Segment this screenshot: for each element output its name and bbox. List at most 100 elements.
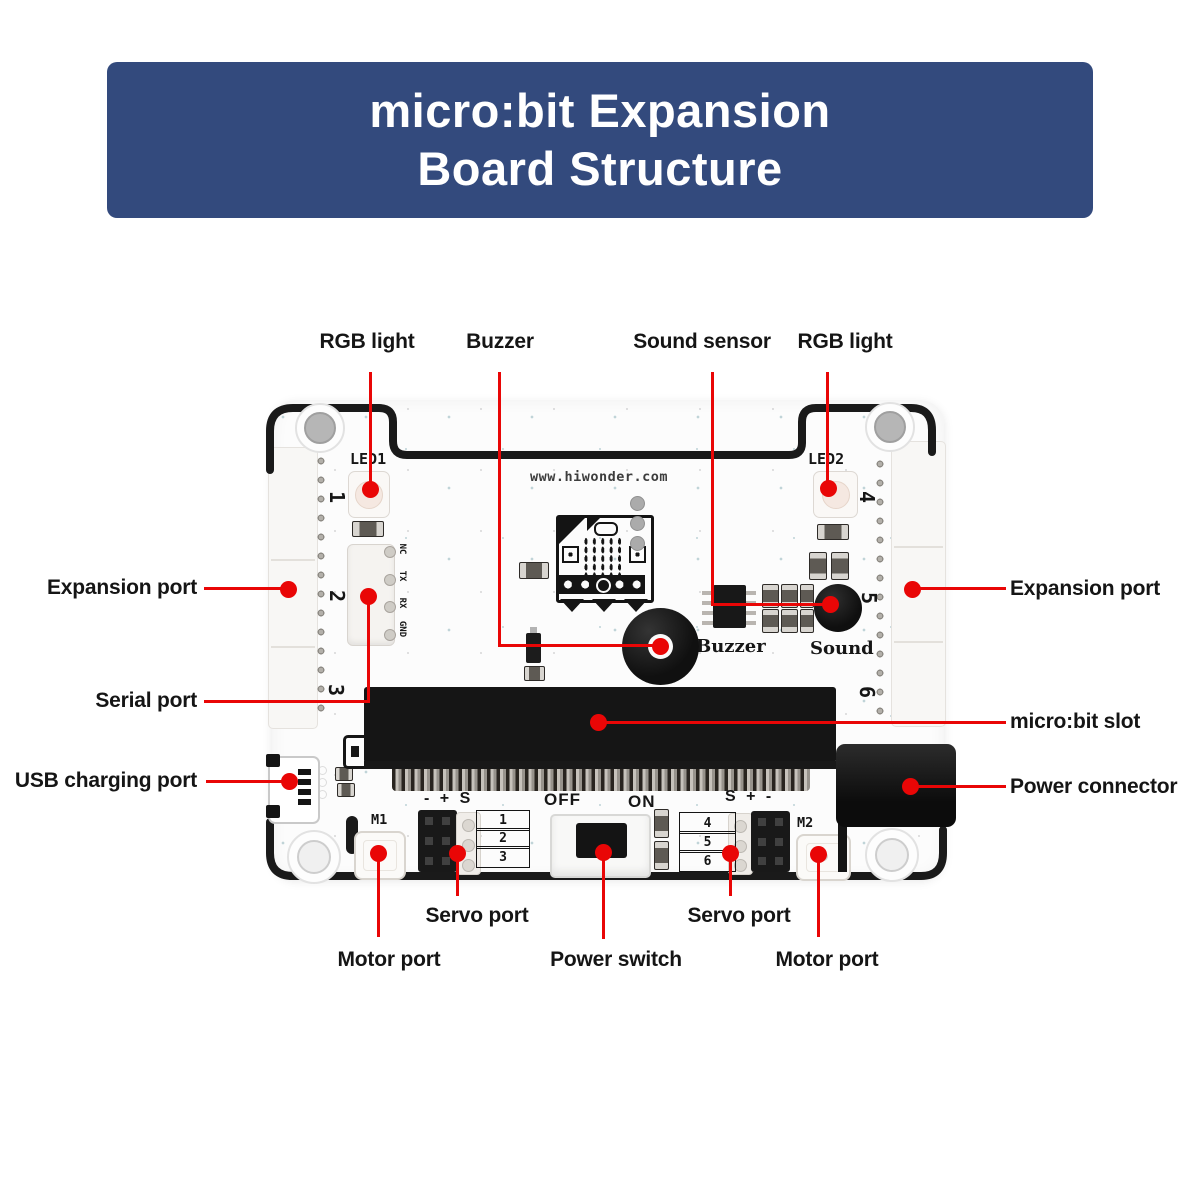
leader-rgb-light-left: [369, 372, 372, 484]
leader-power-connector: [910, 785, 1006, 788]
leader-dot-rgb-light-left: [362, 481, 379, 498]
label-motor-port-left: Motor port: [337, 948, 441, 971]
smd-resistor: [519, 562, 549, 579]
smd-lead: [530, 627, 537, 633]
leader-buzzer-vertical: [498, 372, 501, 647]
smd-resistor: [781, 584, 798, 608]
mounting-hole-top-right: [865, 402, 915, 452]
label-servo-port-right: Servo port: [687, 904, 791, 927]
leader-serial-port-vertical: [367, 598, 370, 703]
label-expansion-port-right: Expansion port: [1010, 577, 1161, 600]
website-silkscreen: www.hiwonder.com: [530, 469, 669, 485]
servo-channel-number: 3: [499, 849, 507, 865]
label-microbit-slot: micro:bit slot: [1010, 710, 1141, 733]
motor1-silkscreen: M1: [371, 812, 388, 828]
edge-pin-holes-right: [873, 455, 887, 717]
servo-right-pin-silkscreen: S + -: [725, 788, 775, 805]
label-motor-port-right: Motor port: [775, 948, 879, 971]
serial-pin: [384, 601, 396, 613]
label-buzzer: Buzzer: [466, 330, 534, 353]
ic-chip: [713, 585, 746, 628]
label-usb-charging-port: USB charging port: [14, 769, 197, 792]
smd-resistor: [800, 584, 814, 608]
edge-number-1: 1: [325, 490, 349, 504]
housing-seam: [894, 641, 943, 643]
label-sound-sensor: Sound sensor: [633, 330, 771, 353]
leader-serial-port-horizontal: [204, 700, 370, 703]
servo-channel-number: 5: [703, 834, 712, 850]
title-line-2: Board Structure: [417, 142, 783, 195]
chip-pin: [744, 591, 756, 595]
smd-resistor: [352, 521, 384, 537]
via-pad: [630, 496, 645, 511]
smd-resistor: [809, 552, 827, 580]
chip-pin: [702, 611, 714, 615]
usb-notch: [266, 754, 280, 767]
motor2-silkscreen: M2: [797, 815, 814, 831]
label-power-connector: Power connector: [1010, 775, 1178, 798]
leader-expansion-port-right: [912, 587, 1006, 590]
switch-off-silkscreen: OFF: [544, 790, 581, 809]
serial-pin-label-rx: RX: [397, 597, 407, 609]
smd-resistor: [654, 841, 669, 870]
mounting-hole-inner: [874, 411, 906, 443]
serial-pin-label-gnd: GND: [397, 620, 407, 638]
servo-channel-number: 4: [703, 815, 712, 831]
label-power-switch: Power switch: [550, 948, 682, 971]
logo-edge-tooth: [592, 599, 616, 612]
leader-dot-microbit-slot: [590, 714, 607, 731]
logo-center-pad: [596, 578, 611, 593]
edge-pin-holes-left: [314, 452, 328, 718]
slot-shadow: [364, 761, 836, 769]
microbit-logo-silkscreen: [556, 515, 654, 615]
leader-dot-servo-port-right: [722, 845, 739, 862]
serial-pin-label-tx: TX: [397, 570, 407, 582]
leader-expansion-port-left: [204, 587, 289, 590]
usb-pin: [298, 789, 311, 795]
via-pad: [630, 536, 645, 551]
usb-pin: [298, 769, 311, 775]
leader-dot-power-switch: [595, 844, 612, 861]
edge-number-4: 4: [855, 490, 879, 504]
servo-header-left: [418, 810, 457, 872]
label-serial-port: Serial port: [95, 689, 197, 712]
label-expansion-port-left: Expansion port: [46, 576, 197, 599]
leader-dot-buzzer: [652, 638, 669, 655]
usb-pin: [298, 799, 311, 805]
housing-seam: [271, 646, 315, 648]
leader-dot-sound-sensor: [822, 596, 839, 613]
serial-pin-label-nc: NC: [397, 543, 407, 555]
logo-pill: [594, 522, 618, 536]
mounting-hole-inner: [304, 412, 336, 444]
edge-number-6: 6: [855, 685, 879, 699]
logo-led-matrix: [582, 537, 624, 579]
smd-resistor: [817, 524, 849, 540]
smd-resistor: [781, 609, 798, 633]
serial-pin: [384, 546, 396, 558]
jack-leg: [838, 820, 847, 872]
battery-icon-bar: [351, 746, 359, 757]
smd-transistor: [526, 633, 541, 663]
usb-pin: [298, 779, 311, 785]
sound-silkscreen: Sound: [810, 638, 874, 659]
chip-pin: [702, 621, 714, 625]
leader-sound-sensor-vertical: [711, 372, 714, 606]
logo-edge-tooth: [624, 599, 648, 612]
leader-sound-sensor-horizontal: [711, 603, 833, 606]
leader-microbit-slot: [598, 721, 1006, 724]
leader-dot-motor-port-right: [810, 846, 827, 863]
chip-pin: [702, 601, 714, 605]
servo-channel-cell: 3: [476, 846, 530, 868]
smd-resistor: [337, 783, 355, 797]
serial-pin: [384, 574, 396, 586]
leader-motor-port-left: [377, 855, 380, 937]
leader-rgb-light-right: [826, 372, 829, 482]
servo-channel-number: 2: [499, 831, 507, 846]
rgb-led-2: [813, 471, 858, 518]
housing-seam: [271, 559, 315, 561]
label-rgb-light-top-left: RGB light: [319, 330, 415, 353]
leader-dot-expansion-port-left: [280, 581, 297, 598]
buzzer-silkscreen: Buzzer: [696, 636, 766, 657]
mounting-hole-bottom-right: [865, 828, 919, 882]
